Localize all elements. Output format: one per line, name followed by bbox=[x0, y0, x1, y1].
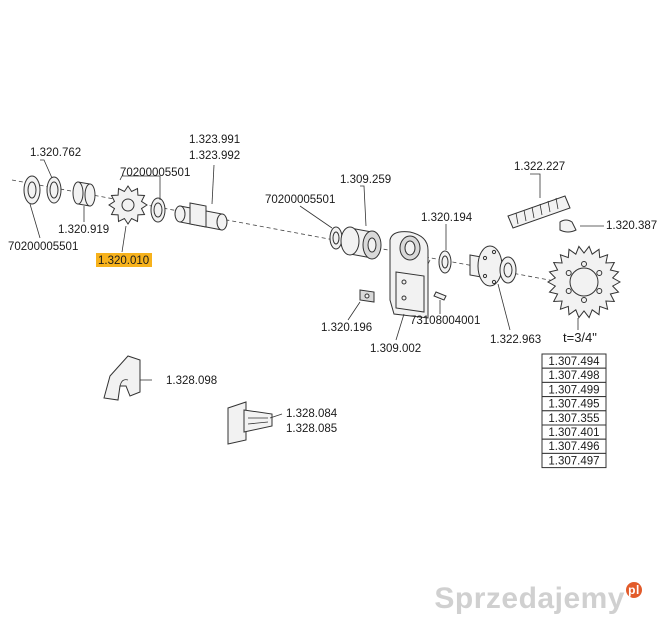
label-73108004001: 73108004001 bbox=[410, 315, 480, 327]
leader-70200005501-c bbox=[299, 205, 333, 229]
nut-1320196 bbox=[359, 289, 375, 303]
spacer-tube bbox=[174, 202, 228, 231]
label-70200005501-b: 70200005501 bbox=[120, 167, 190, 179]
chain-link-1320387 bbox=[559, 219, 577, 233]
leader-1323991 bbox=[211, 164, 215, 205]
leader-1322963 bbox=[497, 283, 511, 331]
bearing-housing-1309002 bbox=[389, 231, 429, 319]
ring-1320762 bbox=[46, 176, 62, 204]
table-part-number: 1.307.497 bbox=[548, 455, 599, 467]
large-sprocket bbox=[546, 245, 622, 319]
table-part-number: 1.307.495 bbox=[548, 399, 599, 411]
label-1328084: 1.328.084 bbox=[286, 408, 338, 420]
shaft-axis bbox=[11, 179, 561, 283]
table-part-number: 1.307.355 bbox=[548, 413, 599, 425]
sprocket-part-table: 1.307.494 1.307.498 1.307.499 1.307.495 1.30… bbox=[541, 353, 607, 469]
ring-1320194 bbox=[438, 250, 452, 274]
leader-1320196 bbox=[347, 301, 361, 321]
washer-mid bbox=[150, 197, 166, 223]
label-1320196: 1.320.196 bbox=[321, 322, 372, 334]
hub-1322963 bbox=[469, 245, 517, 287]
label-1320919: 1.320.919 bbox=[58, 224, 109, 236]
guard-1328098 bbox=[103, 355, 141, 401]
table-part-number: 1.307.498 bbox=[548, 370, 599, 382]
label-1320387: 1.320.387 bbox=[606, 220, 657, 232]
table-part-number: 1.307.496 bbox=[548, 441, 599, 453]
label-1323992: 1.323.992 bbox=[189, 150, 240, 162]
label-1309259: 1.309.259 bbox=[340, 174, 391, 186]
label-highlight bbox=[96, 253, 152, 267]
table-part-number: 1.307.499 bbox=[548, 384, 599, 396]
table-cell bbox=[541, 452, 607, 469]
leader-70200005501-a bbox=[29, 203, 41, 239]
label-pitch: t=3/4" bbox=[563, 330, 597, 345]
table-part-number: 1.307.494 bbox=[548, 356, 600, 368]
small-sprocket-1320010 bbox=[108, 185, 148, 225]
bushing-1320919 bbox=[72, 181, 96, 207]
label-1309002: 1.309.002 bbox=[370, 343, 421, 355]
chain-1322227 bbox=[507, 195, 571, 229]
leader-70200005501-b bbox=[119, 175, 161, 200]
label-1322963: 1.322.963 bbox=[490, 334, 541, 346]
bolt-73108004001 bbox=[433, 291, 447, 301]
table-part-number: 1.307.401 bbox=[548, 427, 599, 439]
leader-1309002 bbox=[395, 313, 405, 341]
label-1328098: 1.328.098 bbox=[166, 375, 217, 387]
bearing-1309259 bbox=[340, 226, 382, 260]
leader-1328084 bbox=[269, 413, 283, 419]
leader-1322227 bbox=[530, 173, 541, 198]
washer-right bbox=[329, 226, 343, 250]
leader-1320010 bbox=[121, 225, 127, 253]
label-1328085: 1.328.085 bbox=[286, 423, 337, 435]
label-1320010: 1.320.010 bbox=[98, 255, 149, 267]
washer-left bbox=[23, 175, 41, 205]
label-1322227: 1.322.227 bbox=[514, 161, 565, 173]
leader-1309259 bbox=[360, 185, 367, 227]
label-70200005501-c: 70200005501 bbox=[265, 194, 335, 206]
label-1320762: 1.320.762 bbox=[30, 147, 81, 159]
bracket-1328084 bbox=[227, 401, 273, 445]
label-70200005501-a: 70200005501 bbox=[8, 241, 78, 253]
label-1323991: 1.323.991 bbox=[189, 134, 240, 146]
label-1320194: 1.320.194 bbox=[421, 212, 473, 224]
leader-1320762 bbox=[40, 159, 53, 179]
